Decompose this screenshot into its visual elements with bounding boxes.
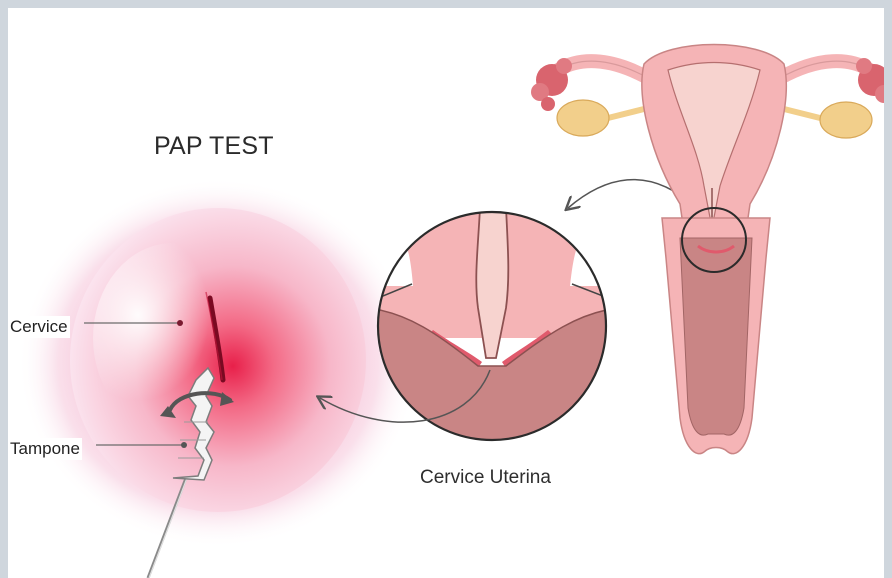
left-ovary [557,100,609,136]
cervix-leader-dot [177,320,183,326]
right-ovary [820,102,872,138]
diagram-title: PAP TEST [154,132,274,161]
diagram-canvas: PAP TEST Cervice Tampone Cervice Uterina [8,8,884,578]
left-fimbriae [531,58,572,111]
uterine-cervix-caption: Cervice Uterina [420,467,551,489]
cervix-view [18,178,418,548]
swab-label: Tampone [8,438,82,460]
right-fimbriae [856,58,884,103]
illustration [8,8,884,578]
cervix-label: Cervice [8,316,70,338]
